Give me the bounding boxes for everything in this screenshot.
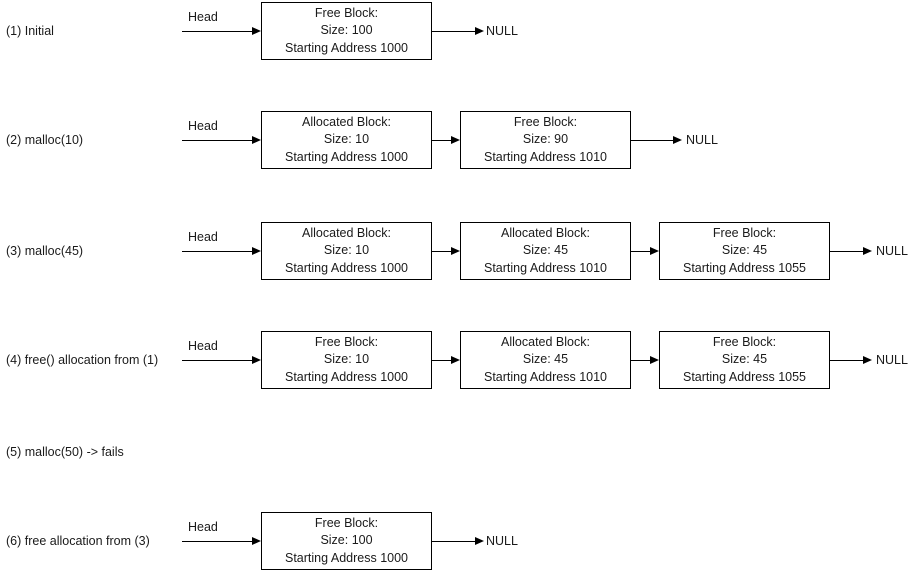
connector-line xyxy=(432,140,451,141)
null-arrow-line xyxy=(432,541,475,542)
arrowhead-icon xyxy=(451,246,460,255)
block-size-text: Size: 45 xyxy=(721,243,768,258)
block-type-text: Allocated Block: xyxy=(302,225,391,240)
block-type-text: Free Block: xyxy=(314,334,379,349)
connector-line xyxy=(631,251,650,252)
arrowhead-icon xyxy=(650,246,659,255)
arrowhead-icon xyxy=(650,355,659,364)
null-label: NULL xyxy=(876,353,908,367)
step-note: (5) malloc(50) -> fails xyxy=(6,445,124,459)
arrowhead-icon xyxy=(475,26,484,35)
memory-block: Free Block: Size: 10 Starting Address 1000 xyxy=(261,331,432,389)
block-address-text: Starting Address 1000 xyxy=(285,40,408,55)
head-arrow-line xyxy=(182,360,252,361)
block-type-text: Free Block: xyxy=(314,5,379,20)
memory-block: Free Block: Size: 45 Starting Address 1055 xyxy=(659,222,830,280)
block-type-text: Free Block: xyxy=(712,225,777,240)
block-address-text: Starting Address 1010 xyxy=(484,369,607,384)
head-arrow-line xyxy=(182,541,252,542)
step-label: (6) free allocation from (3) xyxy=(6,534,150,548)
block-type-text: Allocated Block: xyxy=(501,334,590,349)
arrowhead-icon xyxy=(451,135,460,144)
block-address-text: Starting Address 1000 xyxy=(285,260,408,275)
arrowhead-icon xyxy=(252,246,261,255)
arrowhead-icon xyxy=(863,246,872,255)
head-arrow-line xyxy=(182,251,252,252)
memory-block: Allocated Block: Size: 45 Starting Address… xyxy=(460,331,631,389)
block-size-text: Size: 45 xyxy=(721,352,768,367)
step-label: (3) malloc(45) xyxy=(6,244,84,258)
head-label: Head xyxy=(188,10,218,24)
block-size-text: Size: 100 xyxy=(320,23,373,38)
arrowhead-icon xyxy=(252,536,261,545)
step-label: (4) free() allocation from (1) xyxy=(6,353,159,367)
memory-block: Free Block: Size: 90 Starting Address 1010 xyxy=(460,111,631,169)
block-address-text: Starting Address 1000 xyxy=(285,149,408,164)
block-address-text: Starting Address 1055 xyxy=(683,369,806,384)
null-label: NULL xyxy=(686,133,718,147)
block-size-text: Size: 10 xyxy=(323,243,370,258)
block-size-text: Size: 45 xyxy=(522,352,569,367)
null-arrow-line xyxy=(432,31,475,32)
null-arrow-line xyxy=(830,251,863,252)
connector-line xyxy=(432,360,451,361)
block-address-text: Starting Address 1000 xyxy=(285,369,408,384)
head-label: Head xyxy=(188,520,218,534)
null-label: NULL xyxy=(876,244,908,258)
null-arrow-line xyxy=(830,360,863,361)
arrowhead-icon xyxy=(252,135,261,144)
memory-block: Allocated Block: Size: 10 Starting Address… xyxy=(261,111,432,169)
step-label: (1) Initial xyxy=(6,24,54,38)
block-address-text: Starting Address 1010 xyxy=(484,149,607,164)
arrowhead-icon xyxy=(863,355,872,364)
memory-block: Allocated Block: Size: 10 Starting Address… xyxy=(261,222,432,280)
null-label: NULL xyxy=(486,534,518,548)
block-type-text: Allocated Block: xyxy=(501,225,590,240)
connector-line xyxy=(631,360,650,361)
memory-block: Allocated Block: Size: 45 Starting Address… xyxy=(460,222,631,280)
block-size-text: Size: 10 xyxy=(323,352,370,367)
arrowhead-icon xyxy=(673,135,682,144)
head-label: Head xyxy=(188,230,218,244)
block-address-text: Starting Address 1055 xyxy=(683,260,806,275)
block-size-text: Size: 100 xyxy=(320,533,373,548)
step-label: (2) malloc(10) xyxy=(6,133,84,147)
block-type-text: Free Block: xyxy=(712,334,777,349)
head-arrow-line xyxy=(182,31,252,32)
connector-line xyxy=(432,251,451,252)
arrowhead-icon xyxy=(451,355,460,364)
block-type-text: Free Block: xyxy=(314,515,379,530)
block-type-text: Free Block: xyxy=(513,114,578,129)
head-arrow-line xyxy=(182,140,252,141)
memory-block: Free Block: Size: 45 Starting Address 1055 xyxy=(659,331,830,389)
block-type-text: Allocated Block: xyxy=(302,114,391,129)
block-size-text: Size: 45 xyxy=(522,243,569,258)
head-label: Head xyxy=(188,119,218,133)
arrowhead-icon xyxy=(252,355,261,364)
block-size-text: Size: 90 xyxy=(522,132,569,147)
block-size-text: Size: 10 xyxy=(323,132,370,147)
block-address-text: Starting Address 1010 xyxy=(484,260,607,275)
head-label: Head xyxy=(188,339,218,353)
arrowhead-icon xyxy=(252,26,261,35)
null-arrow-line xyxy=(631,140,673,141)
block-address-text: Starting Address 1000 xyxy=(285,550,408,565)
null-label: NULL xyxy=(486,24,518,38)
arrowhead-icon xyxy=(475,536,484,545)
